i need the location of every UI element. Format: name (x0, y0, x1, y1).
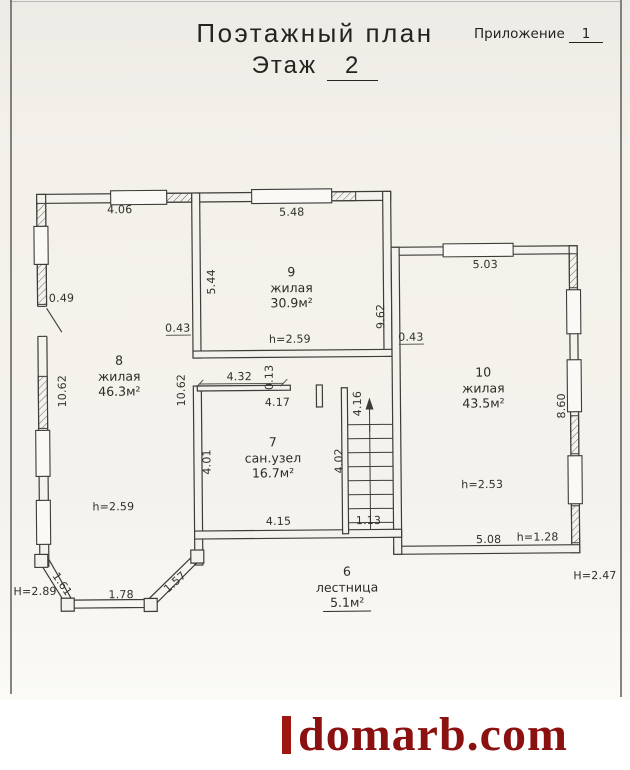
room-number: 8 (115, 352, 124, 368)
room-area: 30.9м² (270, 295, 313, 311)
dim-wall-left-043: 0.43 (165, 321, 191, 335)
floor-plan: 4.06 5.48 0.49 0.43 0.43 5.03 4.32 4.17 … (13, 188, 617, 613)
dim-room7-top: 4.17 (264, 395, 291, 409)
watermark-logo-bar (282, 716, 291, 754)
watermark-text: domarb.com (298, 708, 568, 761)
dim-room10-top: 5.03 (472, 257, 498, 272)
dim-stairs-width: 4.16 (350, 390, 365, 417)
dim-room7-right: 4.02 (332, 448, 346, 474)
room-10-label: 10 жилая 43.5м² (462, 364, 505, 411)
dimension-ticks (165, 334, 424, 388)
scan-edge-right (620, 0, 622, 697)
page-title: Поэтажный план (196, 18, 434, 48)
dim-room10-bottom-height: h=1.28 (516, 530, 559, 544)
room-9-label: 9 жилая 30.9м² (270, 264, 313, 311)
dim-building-height-right: Н=2.47 (573, 568, 617, 583)
dim-left-door: 0.49 (48, 291, 75, 305)
room-type: жилая (97, 368, 141, 384)
room-area: 16.7м² (251, 465, 295, 481)
dim-room8-left-height: 10.62 (55, 374, 69, 408)
dim-room9-right: 9.62 (374, 303, 388, 330)
room-9-height: h=2.59 (268, 332, 311, 346)
dim-room8-right-height: 10.62 (174, 373, 188, 407)
room-number: 6 (342, 563, 351, 579)
dim-room7-bottom: 4.15 (265, 514, 292, 528)
door-opening (36, 305, 63, 337)
dim-partition-thickness: 0.13 (262, 364, 276, 391)
room-6-label: 6 лестница 5.1м² (315, 563, 379, 612)
floor-plan-drawing (33, 188, 583, 613)
room-10-height: h=2.53 (461, 477, 504, 492)
dim-building-height-left: Н=2.89 (13, 584, 57, 599)
scan-edge-top (10, 1, 620, 2)
dim-room10-right: 8.60 (554, 393, 569, 419)
appendix-number: 1 (568, 26, 604, 43)
dim-bay-bottom: 1.78 (108, 588, 134, 602)
dim-partition-length: 4.32 (226, 370, 252, 384)
door-swing (46, 308, 63, 333)
dim-stairs-bottom: 1.13 (355, 513, 382, 528)
room-area: 5.1м² (322, 594, 372, 612)
dim-room9-left: 5.44 (204, 269, 219, 295)
room-type: сан.узел (244, 449, 302, 466)
room-type: жилая (270, 279, 313, 295)
room-number: 10 (475, 364, 492, 380)
room-type: лестница (315, 578, 379, 595)
dim-wall-right-043: 0.43 (398, 330, 424, 344)
dim-top-left: 4.06 (107, 203, 133, 217)
dim-top-center: 5.48 (279, 205, 305, 219)
floor-label: Этаж 2 (0, 52, 630, 81)
appendix-label-text: Приложение (474, 26, 565, 42)
dim-room10-bottom: 5.08 (475, 532, 502, 547)
room-type: жилая (461, 379, 505, 396)
floor-label-text: Этаж (251, 52, 317, 79)
windows (33, 188, 583, 545)
wall-hatching (36, 191, 581, 544)
staircase (347, 397, 394, 530)
scan-edge-left (10, 0, 12, 694)
room-number: 7 (268, 434, 277, 450)
room-8-label: 8 жилая 46.3м² (98, 353, 141, 400)
room-number: 9 (287, 264, 296, 280)
room-7-label: 7 сан.узел 16.7м² (245, 434, 302, 481)
dim-room7-left: 4.01 (200, 449, 214, 475)
floor-number: 2 (327, 52, 379, 81)
room-area: 46.3м² (98, 383, 141, 399)
watermark-footer: domarb.com (0, 700, 630, 770)
room-area: 43.5м² (462, 395, 505, 411)
room-8-height: h=2.59 (92, 500, 135, 514)
